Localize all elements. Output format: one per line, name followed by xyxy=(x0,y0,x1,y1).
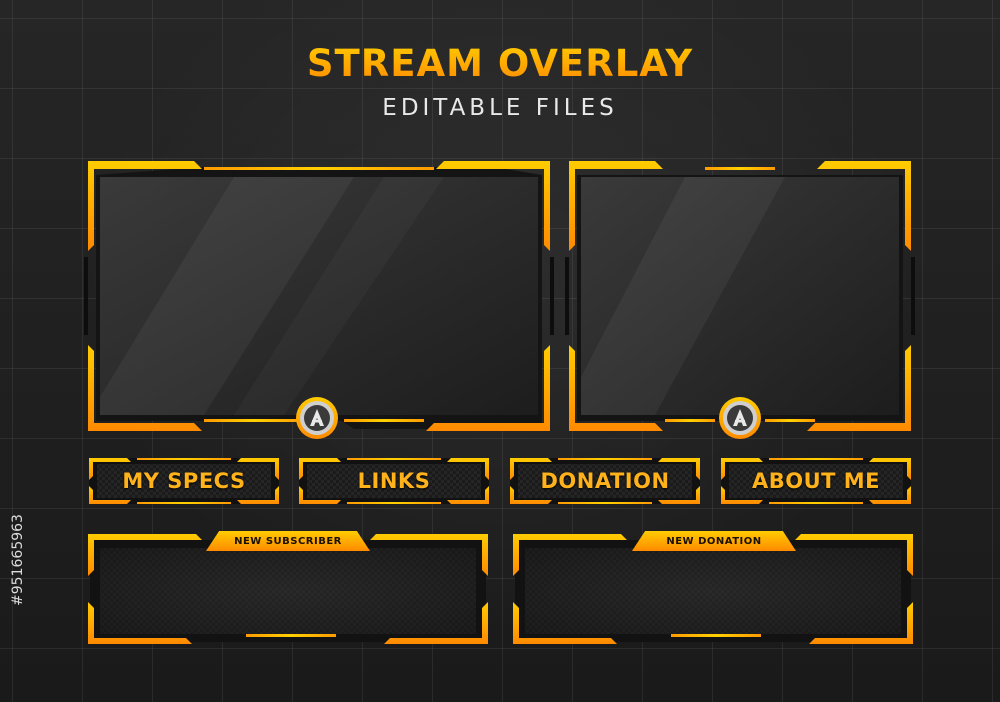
button-label: DONATION xyxy=(540,469,670,493)
logo-a-icon xyxy=(719,397,761,439)
panel-button-my-specs[interactable]: MY SPECS xyxy=(87,456,281,506)
panel-button-links[interactable]: LINKS xyxy=(297,456,491,506)
webcam-frame-wide xyxy=(84,161,554,431)
webcam-frame-square xyxy=(565,161,915,431)
button-label: MY SPECS xyxy=(122,469,246,493)
alert-panel-subscriber xyxy=(88,534,488,644)
panel-button-donation[interactable]: DONATION xyxy=(508,456,702,506)
button-label: ABOUT ME xyxy=(751,469,881,493)
stock-id-text: #951665963 xyxy=(10,513,26,606)
panel-button-about-me[interactable]: ABOUT ME xyxy=(719,456,913,506)
alert-tag-label: NEW SUBSCRIBER xyxy=(234,535,342,547)
page-title: STREAM OVERLAY xyxy=(0,42,1000,85)
page-subtitle: EDITABLE FILES xyxy=(382,95,618,121)
alert-panel-donation xyxy=(513,534,913,644)
alert-tag-donation: NEW DONATION xyxy=(632,531,796,551)
alert-tag-label: NEW DONATION xyxy=(666,535,762,547)
button-label: LINKS xyxy=(357,469,431,493)
logo-a-icon xyxy=(296,397,338,439)
alert-tag-subscriber: NEW SUBSCRIBER xyxy=(206,531,370,551)
stock-id-label: #951665963 xyxy=(8,462,28,657)
